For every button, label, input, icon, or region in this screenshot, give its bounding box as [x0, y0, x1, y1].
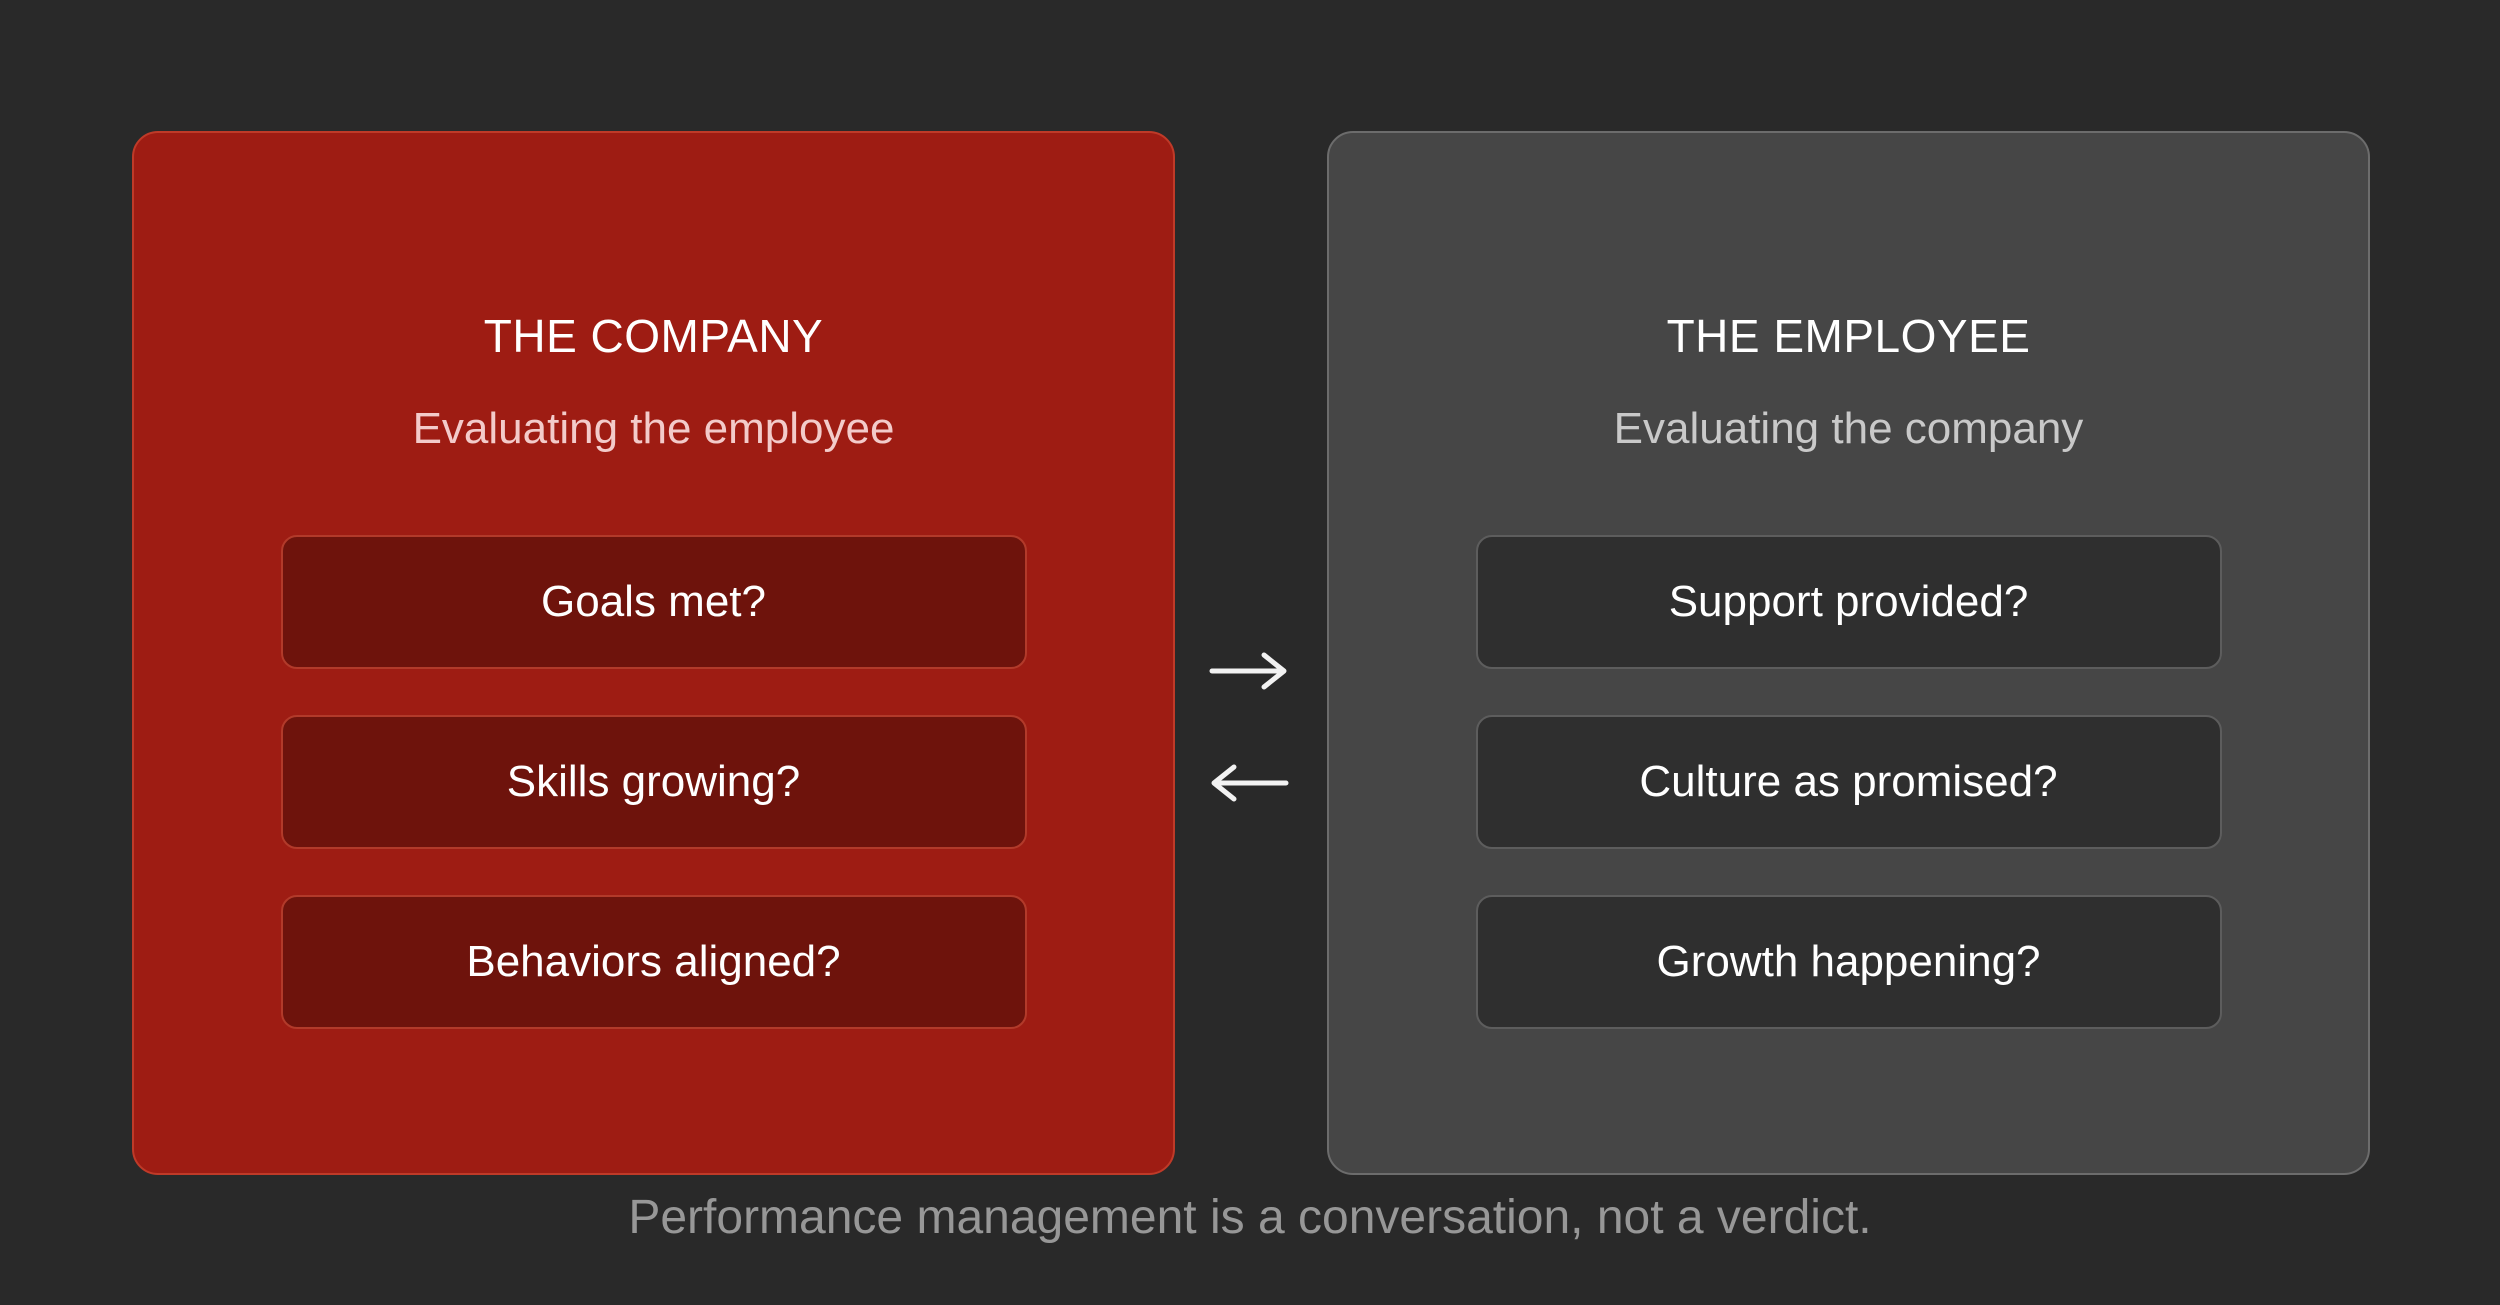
arrow-right-icon — [1208, 647, 1300, 695]
company-panel-title: THE COMPANY — [483, 310, 824, 362]
employee-panel-title: THE EMPLOYEE — [1666, 310, 2031, 362]
employee-question-box: Support provided? — [1475, 535, 2222, 669]
caption-text: Performance management is a conversation… — [628, 1191, 1872, 1244]
company-question-list: Goals met? Skills growing? Behaviors ali… — [280, 535, 1027, 1075]
employee-panel-subtitle: Evaluating the company — [1613, 404, 2084, 453]
employee-question-box: Culture as promised? — [1475, 715, 2222, 849]
employee-question-box: Growth happening? — [1475, 895, 2222, 1029]
company-panel-subtitle: Evaluating the employee — [412, 404, 895, 453]
company-question-box: Behaviors aligned? — [280, 895, 1027, 1029]
arrow-left-icon — [1198, 759, 1290, 807]
company-question-box: Skills growing? — [280, 715, 1027, 849]
employee-panel: THE EMPLOYEE Evaluating the company Supp… — [1327, 131, 2370, 1175]
company-panel: THE COMPANY Evaluating the employee Goal… — [132, 131, 1175, 1175]
company-question-box: Goals met? — [280, 535, 1027, 669]
employee-question-list: Support provided? Culture as promised? G… — [1475, 535, 2222, 1075]
